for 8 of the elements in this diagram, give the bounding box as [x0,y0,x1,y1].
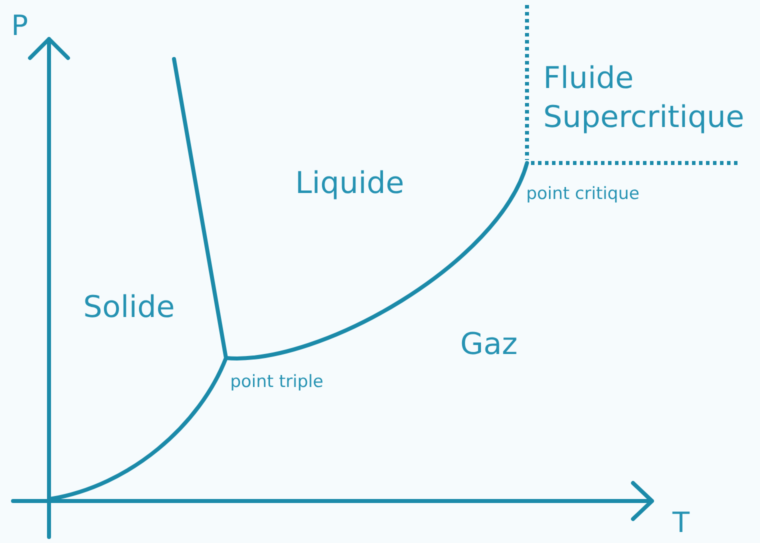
point-label: point critique [528,186,639,203]
axis-label: P [14,14,28,35]
region-label: Liquide [298,170,403,200]
axis-label: T [672,512,690,532]
point-label: point triple [232,374,322,391]
region-label: Fluide Supercritique [545,65,743,134]
region-label: Gaz [462,332,516,354]
region-label: Solide [85,294,174,318]
